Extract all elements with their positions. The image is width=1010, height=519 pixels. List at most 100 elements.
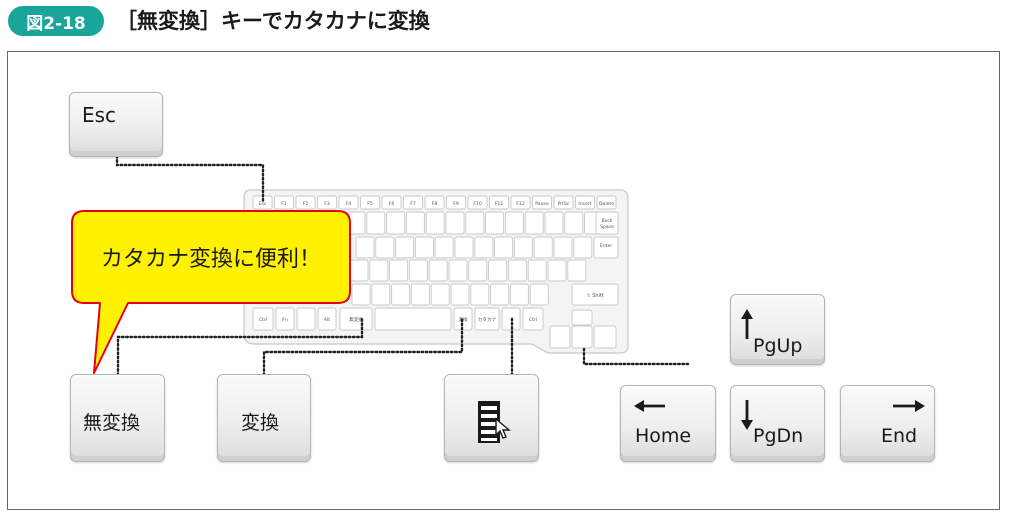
bottom-row-key-label: Ctrl xyxy=(529,317,537,323)
number-row-key xyxy=(405,211,425,235)
pgup-arrow-key xyxy=(571,309,593,326)
function-row-key xyxy=(317,195,337,210)
home-row-key xyxy=(488,259,508,282)
function-row-key xyxy=(274,195,294,210)
number-row-key xyxy=(465,211,485,235)
qwerty-row-key xyxy=(553,236,573,259)
bottom-row-key xyxy=(317,307,337,331)
bottom-row-key xyxy=(339,307,373,331)
function-row-key-label: F11 xyxy=(495,201,504,207)
qwerty-row-key xyxy=(513,236,533,259)
qwerty-row-key xyxy=(474,236,494,259)
function-row-key-label: F8 xyxy=(432,201,438,207)
home-row-key xyxy=(408,259,428,282)
function-row-key xyxy=(403,195,423,210)
end-key[interactable]: End xyxy=(840,385,935,462)
henkan-key[interactable]: 変換 xyxy=(217,374,311,462)
qwerty-row-key xyxy=(355,236,375,259)
function-row-key xyxy=(489,195,509,210)
qwerty-row-key xyxy=(533,236,553,259)
number-row-key xyxy=(564,211,584,235)
qwerty-row-key xyxy=(395,236,415,259)
function-row-key xyxy=(381,195,402,210)
shift-row-key xyxy=(371,283,391,306)
function-row-key-label: F6 xyxy=(389,201,395,207)
qwerty-row-key xyxy=(573,236,593,259)
right-shift-key-label: ⇧ Shift xyxy=(586,293,603,299)
bottom-row-key xyxy=(296,307,316,331)
esc-key-label: Esc xyxy=(82,103,117,127)
figure-title: ［無変換］キーでカタカナに変換 xyxy=(116,9,430,33)
esc-key[interactable]: Esc xyxy=(69,92,163,157)
figure-badge: 図2-18 xyxy=(8,6,104,36)
function-row-key xyxy=(295,195,316,210)
home-key[interactable]: Home xyxy=(620,385,716,462)
number-row-key xyxy=(386,211,406,235)
application-key[interactable] xyxy=(444,374,539,462)
number-row-key xyxy=(425,211,445,235)
function-row-key-label: Delete xyxy=(599,201,614,207)
function-row-key xyxy=(532,195,552,210)
end-arrow-key xyxy=(593,325,617,349)
function-row-key-label: Esc xyxy=(259,201,267,207)
enter-key-label: Enter xyxy=(600,243,612,249)
shift-row-key xyxy=(470,283,490,306)
bottom-row-key xyxy=(474,307,500,331)
qwerty-row-key xyxy=(494,236,514,259)
shift-row-key xyxy=(490,283,510,306)
bottom-row-key xyxy=(275,307,295,331)
backspace-key-label: Space xyxy=(600,224,614,230)
home-row-key xyxy=(389,259,409,282)
function-row-key-label: F5 xyxy=(367,201,373,207)
bottom-row-key xyxy=(522,307,544,331)
function-row-key xyxy=(338,195,359,210)
function-row-key-label: Insert xyxy=(578,201,591,207)
pgdn-arrow-key xyxy=(571,325,593,349)
qwerty-row-key xyxy=(414,236,434,259)
home-row-key xyxy=(527,259,547,282)
backspace-key xyxy=(595,211,619,235)
function-row-key xyxy=(467,195,488,210)
arrow-leader-line xyxy=(582,347,690,366)
backspace-key-label: Back xyxy=(602,218,613,224)
function-row-key xyxy=(446,195,466,210)
number-row-key xyxy=(524,211,544,235)
home-key-label: Home xyxy=(635,425,692,447)
function-row-key xyxy=(510,195,531,210)
function-row-key-label: F1 xyxy=(281,201,287,207)
muhenkan-key-label: 無変換 xyxy=(83,412,141,434)
arrow-left-icon xyxy=(634,400,665,412)
diagram-panel xyxy=(7,51,1000,510)
shift-row-key xyxy=(529,283,549,306)
pgup-key[interactable]: PgUp xyxy=(730,294,825,365)
home-row-key xyxy=(547,259,567,282)
esc-leader-line xyxy=(115,154,265,205)
bottom-row-key-label: Ctrl xyxy=(259,317,267,323)
function-row-key xyxy=(360,195,380,210)
muhenkan-leader-line xyxy=(116,316,364,377)
qwerty-row-key xyxy=(375,236,395,259)
shift-row-key xyxy=(430,283,450,306)
function-row-key-label: F4 xyxy=(346,201,352,207)
bottom-row-key-label: Fn xyxy=(282,317,288,323)
home-row-key xyxy=(448,259,468,282)
home-arrow-key xyxy=(549,325,571,349)
function-row-key-label: F9 xyxy=(453,201,459,207)
henkan-key-label: 変換 xyxy=(241,412,280,434)
end-key-label: End xyxy=(881,425,918,447)
pgdn-key[interactable]: PgDn xyxy=(730,385,825,462)
henkan-leader-line xyxy=(262,316,464,377)
enter-key xyxy=(593,236,619,259)
muhenkan-key[interactable]: 無変換 xyxy=(70,374,165,462)
function-row-key xyxy=(553,195,574,210)
number-row-key xyxy=(504,211,524,235)
number-row-key xyxy=(445,211,465,235)
qwerty-row-key xyxy=(454,236,474,259)
home-row-key xyxy=(369,259,389,282)
application-menu-icon xyxy=(478,401,511,443)
number-row-key xyxy=(366,211,386,235)
shift-row-key xyxy=(450,283,470,306)
shift-row-key xyxy=(509,283,529,306)
